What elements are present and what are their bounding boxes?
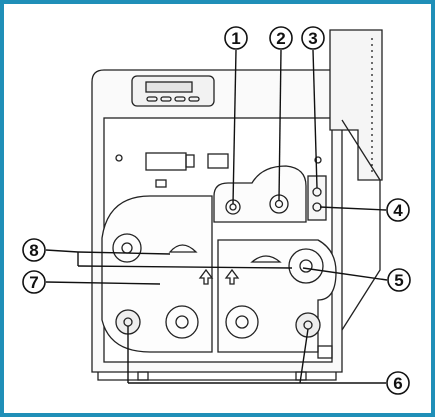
slot <box>207 153 229 169</box>
left-spool-bottom <box>165 305 199 339</box>
svg-text:2: 2 <box>276 29 285 48</box>
callout-4: 4 <box>386 198 410 222</box>
callout-8: 8 <box>22 238 46 262</box>
upper-bracket <box>213 165 307 223</box>
plate-tab <box>185 154 195 168</box>
svg-text:8: 8 <box>29 241 38 260</box>
callout-7: 7 <box>22 270 46 294</box>
screw <box>314 156 322 164</box>
svg-text:7: 7 <box>29 273 38 292</box>
left-spool-top <box>112 233 142 263</box>
printer-base <box>97 372 337 381</box>
right-spool-top <box>288 248 324 284</box>
svg-text:1: 1 <box>231 29 240 48</box>
right-spool-bottom <box>225 305 259 339</box>
foot <box>137 371 149 381</box>
svg-text:5: 5 <box>394 271 403 290</box>
callout-5: 5 <box>387 268 411 292</box>
side-panel <box>341 119 381 331</box>
svg-text:3: 3 <box>308 29 317 48</box>
panel-button <box>146 96 158 102</box>
right-ribbon-cartridge <box>217 239 337 353</box>
panel-button <box>188 96 200 102</box>
panel-button <box>174 96 186 102</box>
up-arrow-left <box>198 268 214 285</box>
svg-text:4: 4 <box>393 201 403 220</box>
callout-2: 2 <box>269 26 293 50</box>
card-hopper <box>329 29 383 181</box>
lcd-screen <box>145 81 193 93</box>
screw <box>115 154 123 162</box>
svg-text:6: 6 <box>393 374 402 393</box>
callout-6: 6 <box>386 371 410 395</box>
ribbon-handle-left <box>168 244 198 253</box>
clip <box>155 179 167 188</box>
callout-3: 3 <box>301 26 325 50</box>
latch <box>317 345 333 359</box>
up-arrow-right <box>224 268 240 285</box>
panel-button <box>160 96 172 102</box>
callouts: 1 2 3 4 5 6 7 8 <box>22 26 411 395</box>
ribbon-handle-right <box>250 255 282 263</box>
knob-right <box>295 312 321 338</box>
callout-1: 1 <box>224 26 248 50</box>
